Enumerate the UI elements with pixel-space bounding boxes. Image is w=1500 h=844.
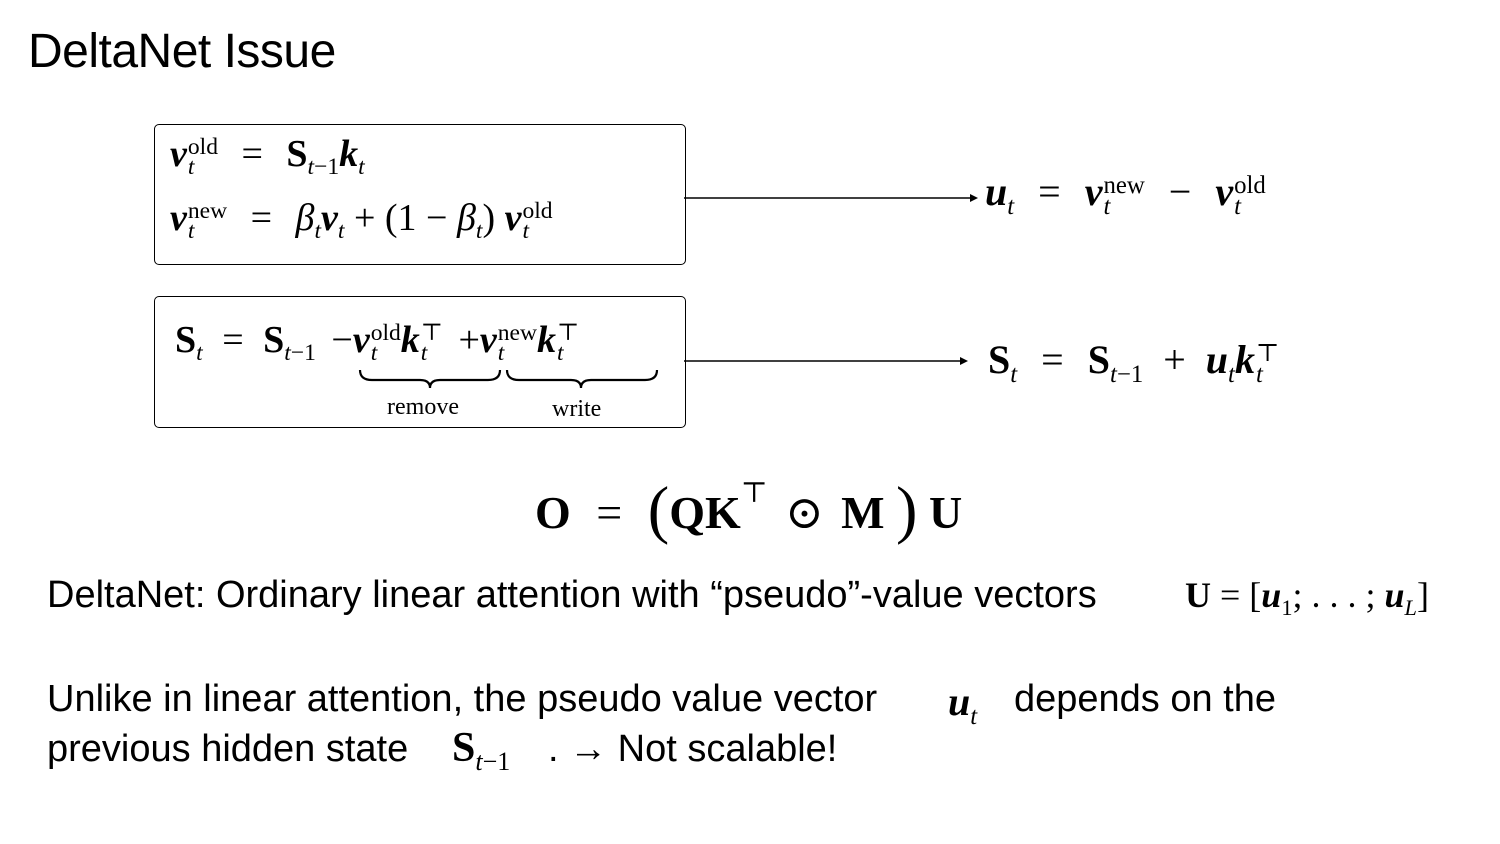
deltanet-description: DeltaNet: Ordinary linear attention with… — [47, 574, 1097, 616]
value-update-box — [154, 124, 686, 265]
eq-s-t-simple: St = St−1 + utk⊤t — [988, 337, 1280, 388]
scalability-note-line1b: depends on the — [1014, 678, 1277, 720]
state-update-box — [154, 296, 686, 428]
underbrace-remove — [358, 369, 502, 389]
label-remove: remove — [387, 394, 459, 420]
eq-s-prev-inline: St−1 — [452, 725, 511, 777]
scalability-note-line2b: . → Not scalable! — [548, 728, 838, 770]
eq-U-def: U = [u1; . . . ; uL] — [1185, 575, 1429, 620]
label-write: write — [552, 396, 602, 422]
arrow-right-icon — [684, 194, 978, 202]
underbrace-write — [505, 369, 659, 389]
scalability-note-line1: Unlike in linear attention, the pseudo v… — [47, 678, 878, 720]
page-title: DeltaNet Issue — [28, 25, 336, 78]
arrow-right-icon — [684, 357, 968, 365]
scalability-note-line2: previous hidden state — [47, 728, 409, 770]
eq-output: O = (QK⊤ ⊙ M ) U — [535, 474, 963, 546]
eq-u-t-inline: ut — [948, 679, 978, 730]
